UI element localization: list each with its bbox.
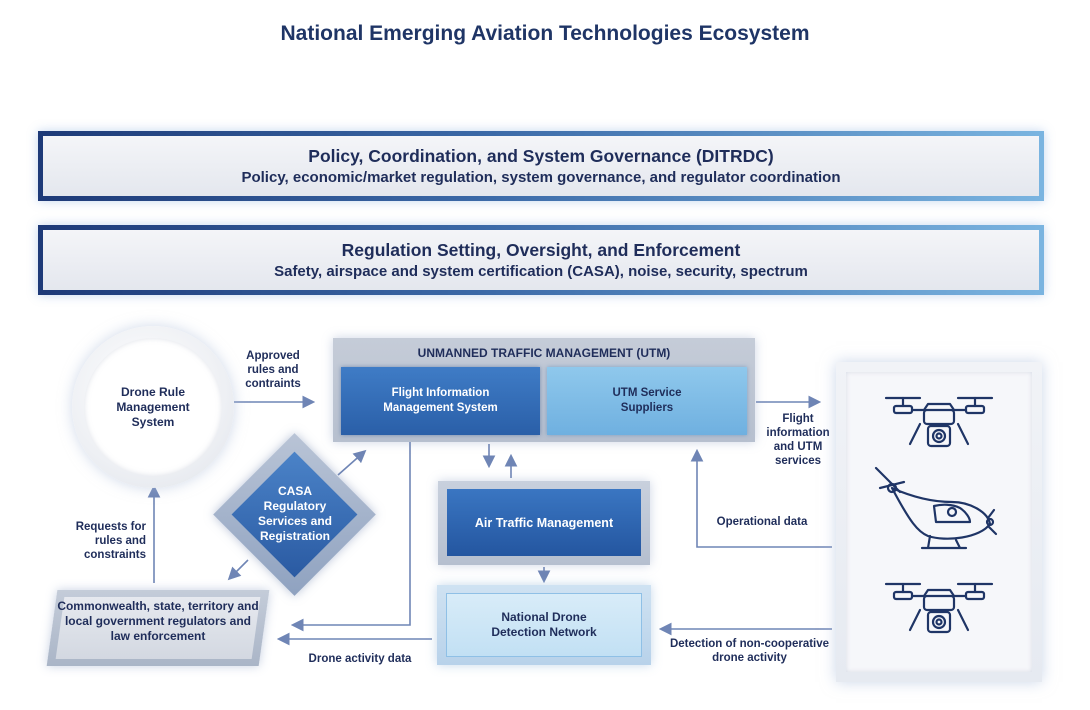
policy-band: Policy, Coordination, and System Governa… [38, 131, 1044, 201]
fims-box: Flight Information Management System [341, 367, 540, 435]
atm-label: Air Traffic Management [474, 515, 614, 530]
atm-box: Air Traffic Management [447, 489, 641, 556]
label-operational: Operational data [716, 516, 808, 528]
nddn-label: National Drone Detection Network [491, 610, 597, 639]
regulation-subtitle: Safety, airspace and system certificatio… [274, 263, 808, 280]
casa-label: CASA Regulatory Services and Registratio… [257, 484, 333, 543]
air-taxi-icon [874, 466, 998, 550]
regulation-heading: Regulation Setting, Oversight, and Enfor… [341, 240, 741, 260]
regulators-label: Commonwealth, state, territory and local… [57, 599, 259, 643]
arrow-casa-to-utm [337, 449, 367, 476]
utm-service-suppliers-box: UTM Service Suppliers [547, 367, 747, 435]
arrow-fims-to-regulators [290, 442, 411, 632]
drone-rule-label: Drone Rule Management System [116, 384, 190, 429]
drone-icon [884, 582, 994, 634]
utm-title: UNMANNED TRAFFIC MANAGEMENT (UTM) [417, 346, 671, 360]
label-flight-info: Flight information and UTM services [766, 413, 830, 467]
label-detection: Detection of non-cooperative drone activ… [669, 638, 830, 664]
arrow-casa-to-regulators [227, 559, 249, 581]
diagram-title: National Emerging Aviation Technologies … [280, 22, 810, 45]
label-requests: Requests for rules and constraints [75, 521, 146, 561]
drone-rule-node: Drone Rule Management System [84, 338, 222, 476]
regulation-band: Regulation Setting, Oversight, and Enfor… [38, 225, 1044, 295]
ssp-label: UTM Service Suppliers [612, 387, 682, 414]
label-approved: Approved rules and contraints [245, 350, 301, 390]
label-drone-activity: Drone activity data [308, 653, 412, 665]
drone-icon [884, 396, 994, 448]
arrow-operational [690, 448, 832, 548]
policy-heading: Policy, Coordination, and System Governa… [308, 146, 774, 166]
fims-label: Flight Information Management System [383, 387, 498, 414]
policy-subtitle: Policy, economic/market regulation, syst… [241, 169, 841, 186]
nddn-box: National Drone Detection Network [446, 593, 642, 657]
